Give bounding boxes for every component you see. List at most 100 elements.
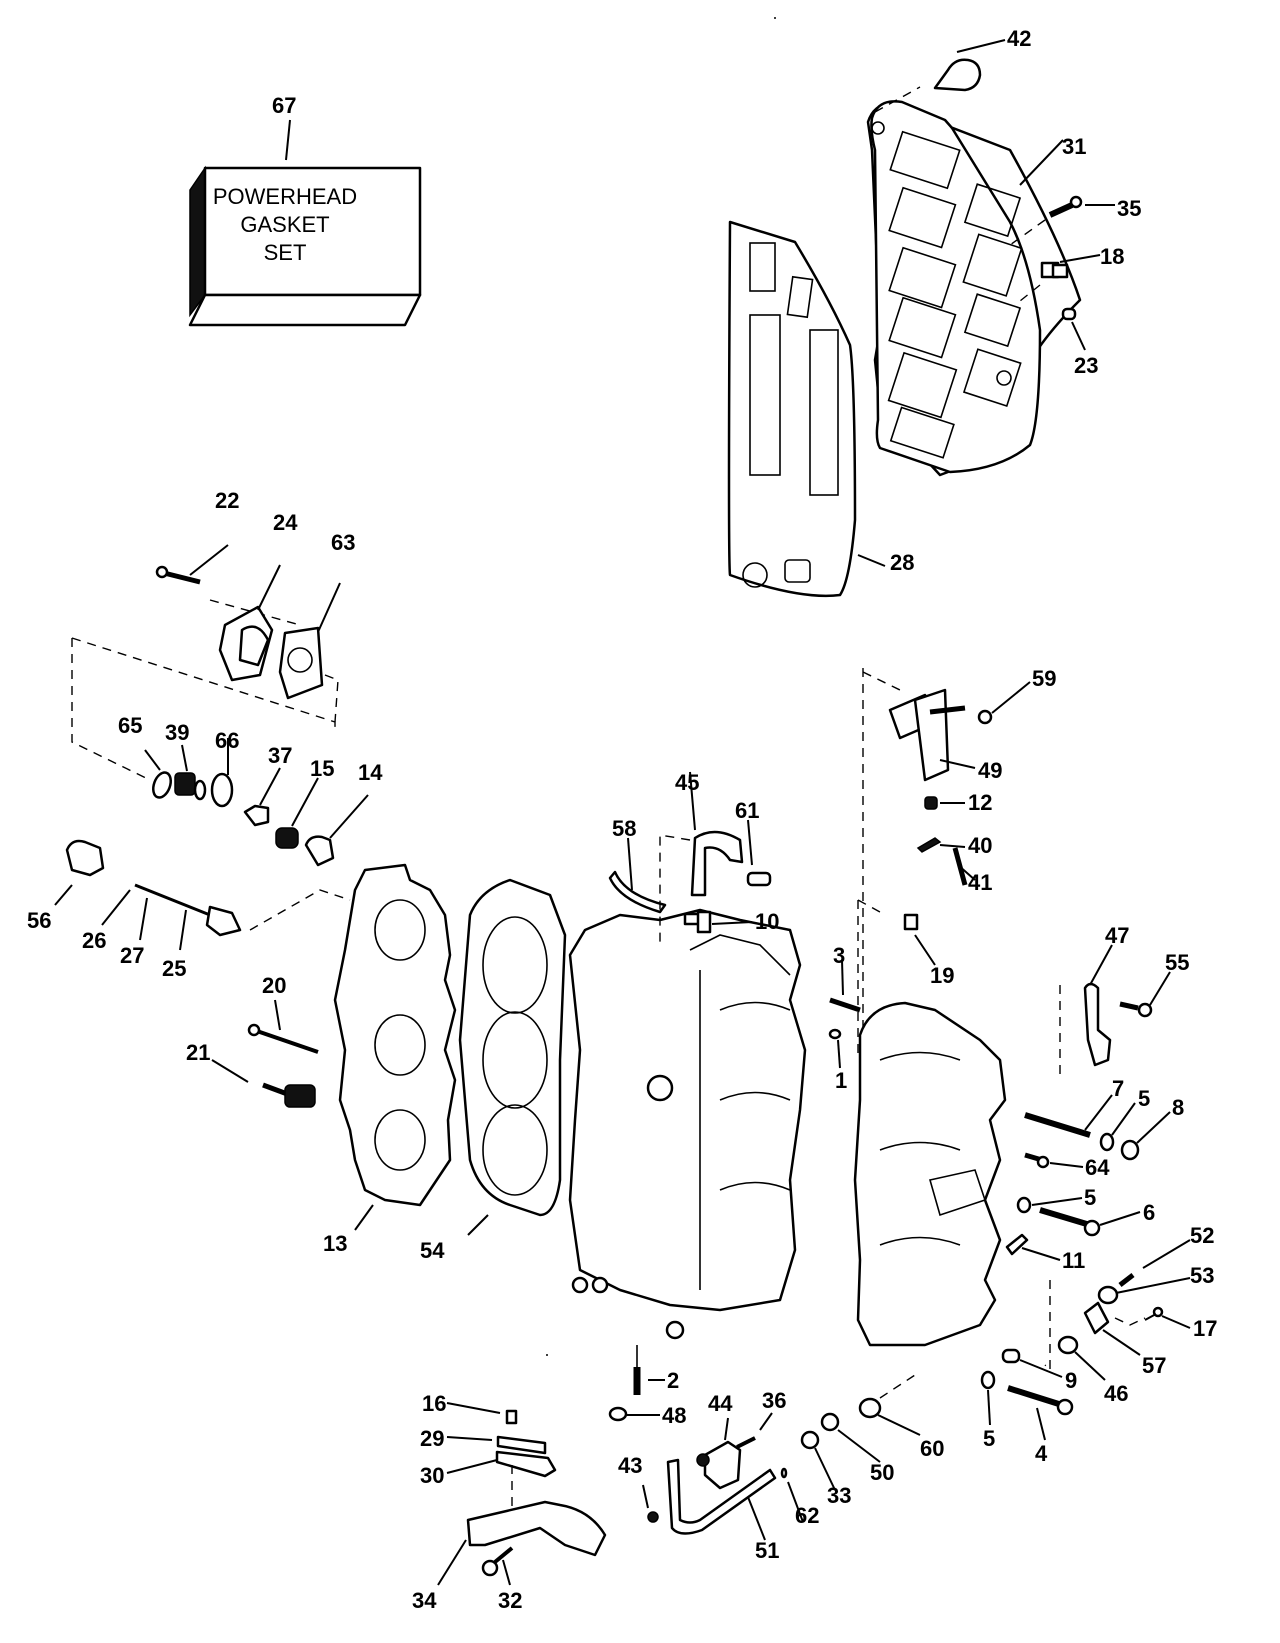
fitting-part-11 <box>1005 1233 1061 1261</box>
callout-15: 15 <box>310 756 335 781</box>
callout-33: 33 <box>827 1483 852 1508</box>
gasket-kit-label-line-2: GASKET <box>240 212 330 237</box>
plug-part-9 <box>1001 1280 1063 1378</box>
clip-part-18 <box>1014 254 1101 306</box>
temperature-sensor <box>101 883 351 951</box>
washer-part-5-middle <box>1016 1196 1083 1214</box>
screw-part-17 <box>1144 1306 1191 1329</box>
lever-part-47 <box>1059 944 1171 1080</box>
nut-part-48 <box>608 1406 660 1422</box>
callout-10: 10 <box>755 909 780 934</box>
callout-21: 21 <box>186 1040 211 1065</box>
callout-59: 59 <box>1032 666 1057 691</box>
callout-54: 54 <box>420 1238 445 1263</box>
gasket-kit-box <box>188 119 422 327</box>
hose-part-58 <box>608 837 667 914</box>
callout-57: 57 <box>1142 1353 1167 1378</box>
callout-12: 12 <box>968 790 993 815</box>
callout-55: 55 <box>1165 950 1190 975</box>
callout-56: 56 <box>27 908 52 933</box>
head-gasket <box>458 878 567 1236</box>
callout-37: 37 <box>268 743 293 768</box>
callout-58: 58 <box>612 816 637 841</box>
callout-29: 29 <box>420 1426 445 1451</box>
spark-plug <box>211 1059 316 1108</box>
crankcase-block <box>568 908 807 1340</box>
cylinder-head <box>333 863 457 1231</box>
callout-26: 26 <box>82 928 107 953</box>
pin-part-1 <box>828 1028 842 1069</box>
plug-part-56 <box>54 839 105 906</box>
washer-part-33 <box>800 1430 836 1491</box>
callout-27: 27 <box>120 943 145 968</box>
callout-50: 50 <box>870 1460 895 1485</box>
callout-48: 48 <box>662 1403 687 1428</box>
callout-17: 17 <box>1193 1316 1218 1341</box>
clip-part-19 <box>857 899 936 1060</box>
gasket-kit-label-line-1: POWERHEAD <box>212 184 358 209</box>
bracket-part-57 <box>1083 1301 1146 1356</box>
callout-43: 43 <box>618 1453 643 1478</box>
callout-20: 20 <box>262 973 287 998</box>
stud-part-7 <box>1024 1094 1113 1138</box>
callout-30: 30 <box>420 1463 445 1488</box>
screw-part-64 <box>1024 1152 1084 1169</box>
callout-36: 36 <box>762 1388 787 1413</box>
callout-45: 45 <box>675 770 700 795</box>
callout-52: 52 <box>1190 1223 1215 1248</box>
callout-14: 14 <box>358 760 383 785</box>
callout-31: 31 <box>1062 134 1087 159</box>
washer-part-53 <box>1097 1277 1191 1305</box>
callout-1: 1 <box>835 1068 848 1093</box>
callout-9: 9 <box>1065 1368 1078 1393</box>
callout-11: 11 <box>1062 1248 1086 1273</box>
callout-7: 7 <box>1112 1076 1125 1101</box>
callout-42: 42 <box>1007 26 1032 51</box>
callout-5-lower: 5 <box>983 1426 996 1451</box>
nut-part-43 <box>642 1484 659 1523</box>
bolt-part-6 <box>1039 1207 1141 1237</box>
plug-part-46 <box>1057 1335 1106 1381</box>
callout-5-middle: 5 <box>1084 1185 1097 1210</box>
callout-34: 34 <box>412 1588 437 1613</box>
stud-part-2 <box>633 1345 665 1395</box>
callout-47: 47 <box>1105 923 1130 948</box>
nut-part-8 <box>1120 1111 1171 1161</box>
callout-32: 32 <box>498 1588 523 1613</box>
washer-part-5-upper <box>1099 1102 1136 1152</box>
callout-60: 60 <box>920 1436 945 1461</box>
callout-64: 64 <box>1085 1155 1110 1180</box>
screw-part-52 <box>1118 1239 1191 1287</box>
bracket-part-45 <box>659 771 744 945</box>
callout-3: 3 <box>833 943 846 968</box>
sleeve-part-23 <box>1061 307 1086 351</box>
pin-part-3 <box>829 959 861 1013</box>
washer-part-50 <box>820 1412 881 1463</box>
callout-24: 24 <box>273 510 298 535</box>
callout-67: 67 <box>272 93 297 118</box>
callout-44: 44 <box>708 1391 733 1416</box>
callout-22: 22 <box>215 488 240 513</box>
callout-62: 62 <box>795 1503 820 1528</box>
fitting-part-10 <box>683 910 753 934</box>
callout-25: 25 <box>162 956 187 981</box>
bolt-part-4 <box>1007 1385 1074 1441</box>
nut-part-60 <box>858 1374 921 1436</box>
callout-53: 53 <box>1190 1263 1215 1288</box>
link-rod-51 <box>666 1458 777 1541</box>
callout-19: 19 <box>930 963 955 988</box>
callout-46: 46 <box>1104 1381 1129 1406</box>
pump-bracket-44 <box>696 1417 742 1490</box>
callout-41: 41 <box>968 870 993 895</box>
callout-13: 13 <box>323 1231 348 1256</box>
callout-65: 65 <box>118 713 143 738</box>
callout-23: 23 <box>1074 353 1099 378</box>
cotter-pin-62 <box>780 1467 804 1523</box>
washer-part-5-lower <box>980 1370 996 1426</box>
plug-part-42 <box>933 39 1006 92</box>
callout-39: 39 <box>165 720 190 745</box>
cam-follower-assembly <box>437 1402 607 1586</box>
crankcase-cover <box>853 1001 1007 1347</box>
callout-2: 2 <box>667 1368 680 1393</box>
